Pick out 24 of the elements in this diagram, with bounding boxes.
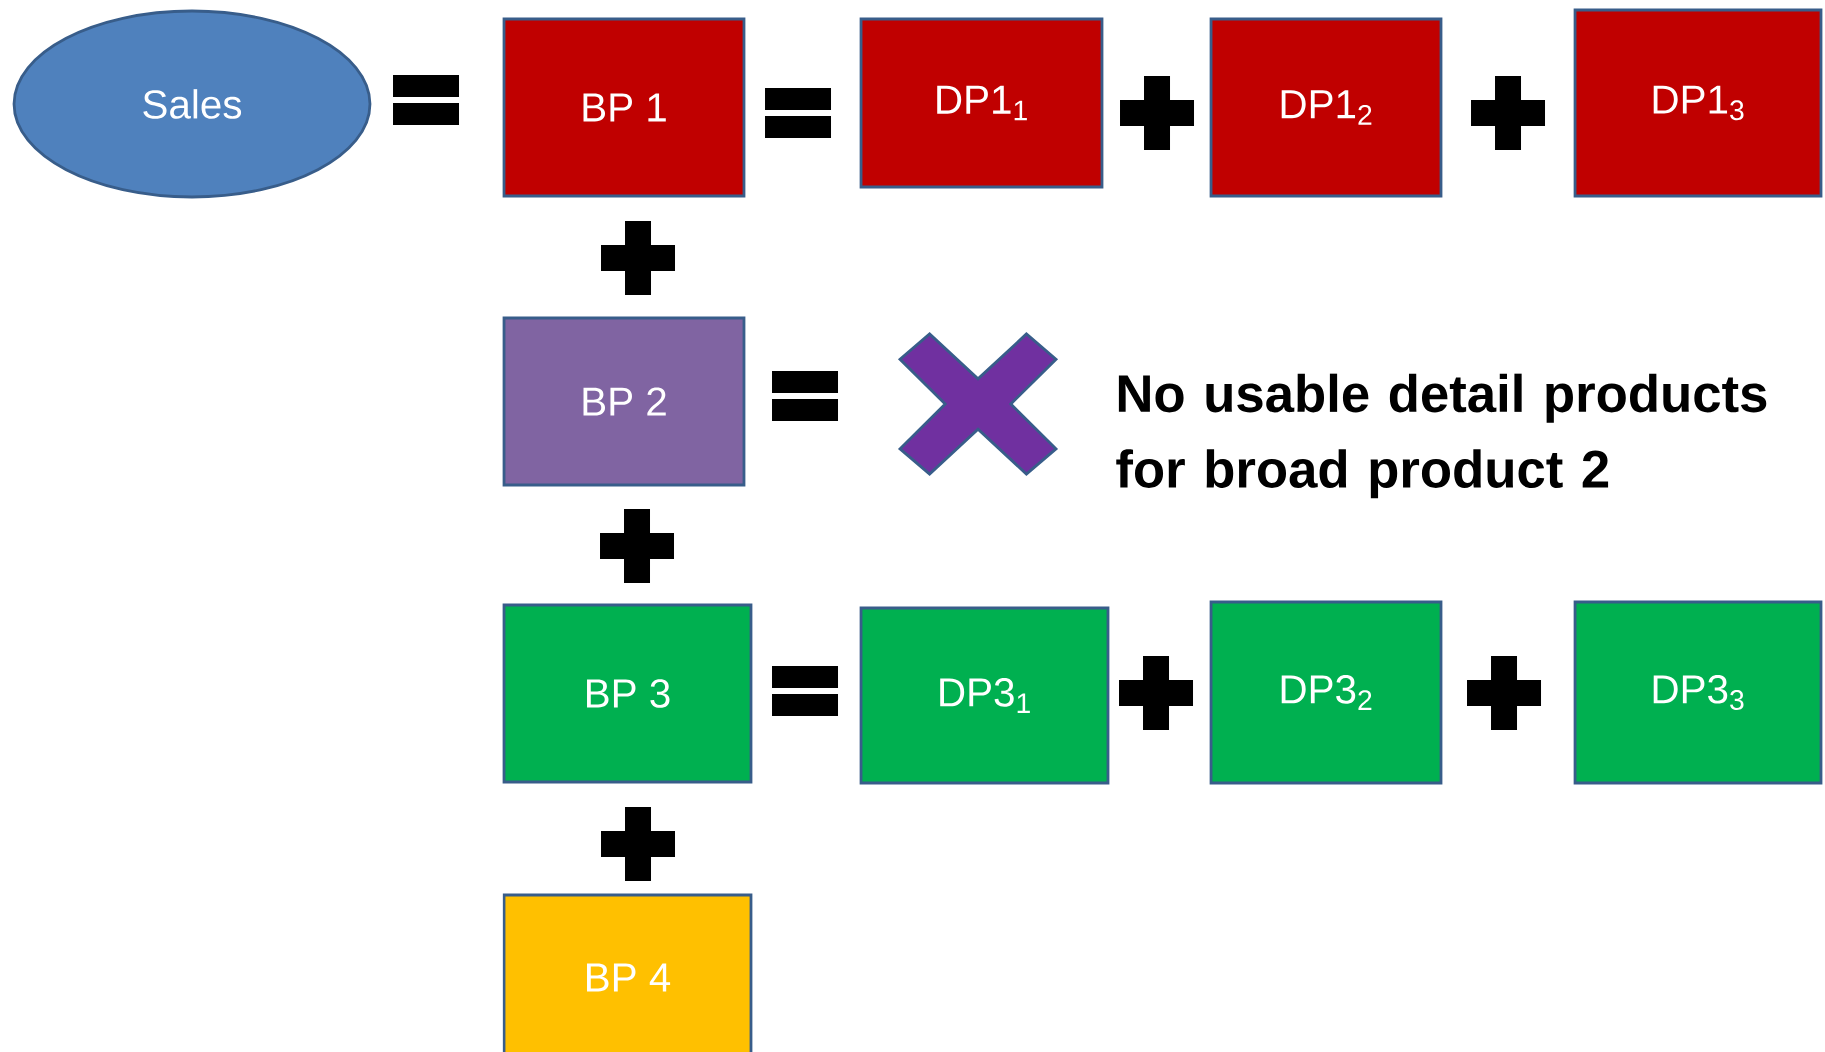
product-box: BP 3	[502, 603, 753, 784]
plus-sign	[1119, 656, 1193, 730]
equals-sign	[393, 75, 459, 125]
product-box: DP1$_{1}$	[859, 17, 1104, 189]
product-box: DP3$_{1}$	[859, 606, 1110, 785]
product-box: DP1$_{3}$	[1573, 8, 1823, 198]
plus-sign	[1467, 656, 1541, 730]
cross-shape	[897, 332, 1059, 476]
plus-sign	[600, 509, 674, 583]
equals-sign	[772, 371, 838, 421]
plus-sign	[601, 807, 675, 881]
product-box: DP3$_{2}$	[1209, 600, 1443, 785]
plus-sign	[1471, 76, 1545, 150]
product-box: BP 1	[502, 17, 746, 198]
equals-sign	[765, 88, 831, 138]
product-box: DP1$_{2}$	[1209, 17, 1443, 198]
equals-sign	[772, 666, 838, 716]
product-box: DP3$_{3}$	[1573, 600, 1823, 785]
product-box: BP 4	[502, 893, 753, 1052]
plus-sign	[601, 221, 675, 295]
ellipse-node: Sales	[12, 9, 372, 199]
note-text: No usable detail products for broad product 2	[1116, 373, 1767, 499]
product-box: BP 2	[502, 316, 746, 487]
plus-sign	[1120, 76, 1194, 150]
